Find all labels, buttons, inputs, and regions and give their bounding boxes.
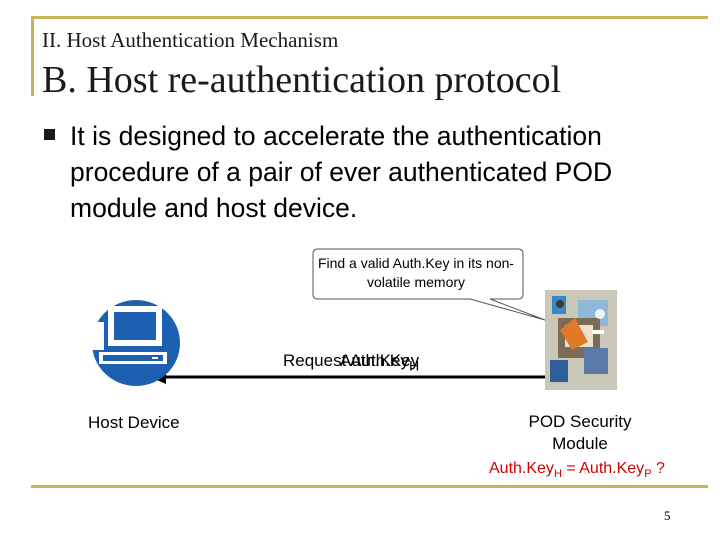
compare-equals: =	[561, 460, 580, 477]
compare-right: Auth.Key	[579, 460, 645, 477]
request-authkey-label: Request Auth.Key	[283, 351, 420, 370]
compare-question: ?	[651, 460, 665, 477]
compare-left-subscript: H	[553, 468, 562, 481]
pod-module-label: POD Security Module	[528, 412, 632, 453]
top-rule	[31, 16, 708, 19]
callout-bubble	[312, 248, 546, 321]
bullet-square-icon	[44, 129, 55, 140]
compare-left: Auth.Key	[489, 460, 554, 477]
compare-right-subscript: P	[644, 468, 652, 481]
host-device-label: Host Device	[88, 413, 180, 432]
authkey-h-subscript: H	[409, 358, 420, 375]
bottom-rule	[31, 485, 708, 488]
title-accent-rule	[31, 16, 34, 96]
authkey-h-main: Auth.Key	[340, 351, 409, 370]
callout-text: Find a valid Auth.Key in its non-volatil…	[317, 255, 515, 290]
bullet-text: It is designed to accelerate the authent…	[70, 121, 613, 223]
computer-icon	[92, 300, 180, 386]
page-title: B. Host re-authentication protocol	[42, 59, 562, 101]
slide-number: 5	[664, 508, 671, 523]
authkey-h-label: Auth.KeyH	[340, 351, 419, 374]
section-heading: II. Host Authentication Mechanism	[42, 28, 339, 52]
pod-module-clipart-icon	[545, 290, 617, 390]
authkey-compare: Auth.KeyH = Auth.KeyP ?	[489, 460, 665, 480]
